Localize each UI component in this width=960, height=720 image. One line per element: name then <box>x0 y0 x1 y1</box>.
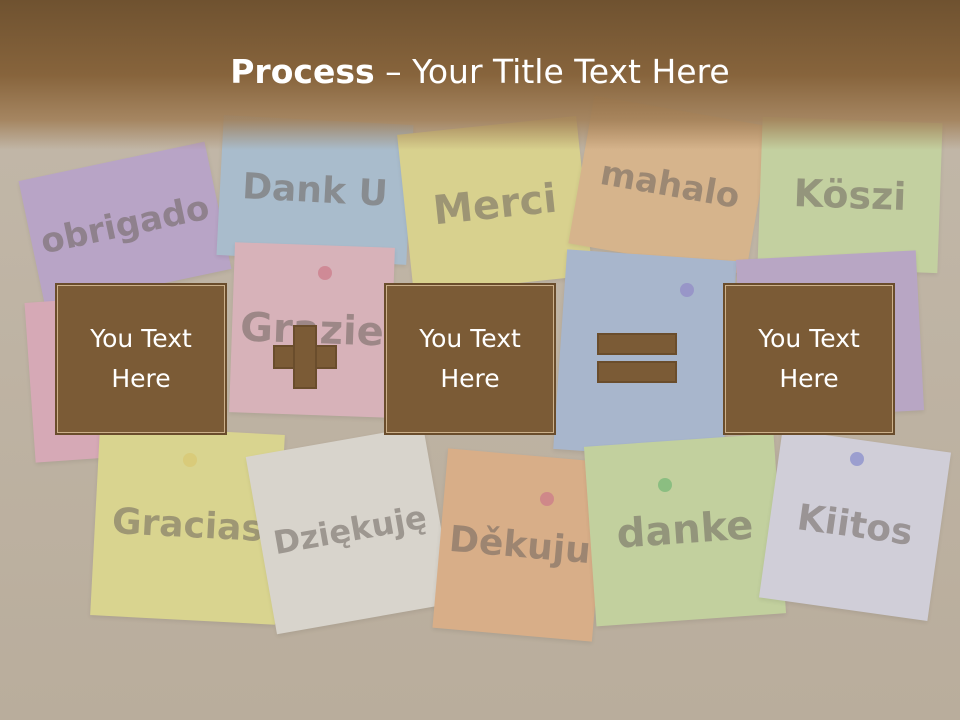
plus-center-fill <box>295 347 315 367</box>
note-text: Kiitos <box>794 496 916 554</box>
plus-icon <box>273 325 337 389</box>
push-pin-icon <box>183 453 197 467</box>
process-box-3-text: You Text Here <box>758 324 860 393</box>
sticky-note: danke <box>583 433 787 627</box>
process-box-1: You Text Here <box>55 283 227 435</box>
note-text: obrigado <box>37 187 213 263</box>
push-pin-icon <box>680 283 694 297</box>
note-text: Merci <box>430 175 560 235</box>
sticky-note: Děkuju <box>432 448 608 642</box>
note-text: danke <box>615 502 755 558</box>
push-pin-icon <box>540 492 554 506</box>
equals-top-bar <box>597 333 677 355</box>
slide-title: Process – Your Title Text Here <box>0 52 960 91</box>
title-bar <box>0 0 960 150</box>
sticky-note: Dziękuję <box>245 425 455 635</box>
title-rest: – Your Title Text Here <box>374 52 730 91</box>
push-pin-icon <box>318 266 332 280</box>
note-text: Köszi <box>792 171 908 219</box>
note-text: Děkuju <box>447 518 593 572</box>
note-text: mahalo <box>597 153 743 217</box>
push-pin-icon <box>850 452 864 466</box>
note-text: Dziękuję <box>270 497 430 563</box>
title-bold: Process <box>230 52 375 91</box>
push-pin-icon <box>658 478 672 492</box>
note-text: Gracias <box>111 500 264 550</box>
equals-bottom-bar <box>597 361 677 383</box>
process-box-1-text: You Text Here <box>90 324 192 393</box>
process-box-2: You Text Here <box>384 283 556 435</box>
process-box-3: You Text Here <box>723 283 895 435</box>
note-text: Dank U <box>241 165 389 215</box>
process-box-2-text: You Text Here <box>419 324 521 393</box>
equals-icon <box>597 333 677 385</box>
